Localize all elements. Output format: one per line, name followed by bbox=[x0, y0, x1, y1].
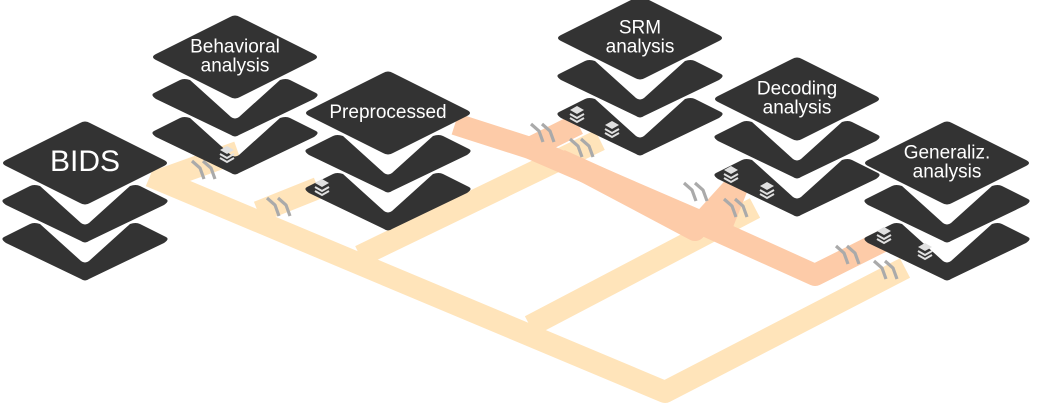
marker-generaliz-primary bbox=[872, 259, 899, 280]
stack-layer bbox=[2, 223, 168, 281]
stack-layer bbox=[152, 79, 318, 137]
band-bids-to-generaliz bbox=[145, 165, 911, 403]
node-label-preprocessed: Preprocessed bbox=[329, 102, 446, 123]
layers-icon bbox=[604, 121, 620, 139]
stack-layer bbox=[557, 98, 723, 156]
node-label-generaliz: Generaliz. bbox=[904, 143, 991, 164]
layers-icon bbox=[759, 182, 775, 200]
node-preprocessed[interactable]: Preprocessed bbox=[303, 71, 473, 232]
band-preprocessed-to-srm bbox=[451, 113, 583, 159]
marker-srm-primary bbox=[568, 137, 595, 158]
stack-top-diamond bbox=[306, 71, 470, 155]
stack-top-diamond bbox=[715, 57, 879, 141]
layers-icon bbox=[569, 106, 585, 124]
marker-generaliz-secondary bbox=[834, 244, 861, 265]
stack-top-diamond bbox=[558, 0, 722, 80]
stack-layer bbox=[864, 223, 1030, 281]
stack-layer bbox=[714, 121, 880, 179]
connection-bands bbox=[145, 113, 911, 403]
layers-icon bbox=[219, 146, 235, 164]
band-preprocessed-to-generaliz bbox=[555, 149, 890, 286]
marker-decoding-secondary bbox=[682, 181, 709, 202]
stack-layer bbox=[305, 135, 471, 193]
node-label-behavioral: Behavioral bbox=[190, 37, 280, 58]
layers-icon bbox=[917, 243, 933, 261]
stack-layer bbox=[2, 185, 168, 243]
stack-top-diamond bbox=[153, 15, 317, 99]
node-label-decoding: analysis bbox=[763, 98, 832, 119]
node-label-srm: SRM bbox=[619, 18, 661, 39]
node-label-generaliz: analysis bbox=[913, 162, 982, 183]
node-stacks: BIDSBehavioralanalysisPreprocessedSRMana… bbox=[0, 0, 1032, 282]
layers-icon bbox=[876, 227, 892, 245]
layers-icon bbox=[723, 166, 739, 184]
stack-layer bbox=[305, 173, 471, 231]
layers-icon bbox=[314, 179, 330, 197]
marker-srm-secondary bbox=[529, 122, 556, 143]
marker-preprocessed bbox=[265, 196, 292, 217]
stack-layer bbox=[152, 117, 318, 175]
stack-layer bbox=[714, 159, 880, 217]
node-bids[interactable]: BIDS bbox=[0, 121, 170, 282]
node-label-behavioral: analysis bbox=[201, 56, 270, 77]
stack-layer bbox=[864, 185, 1030, 243]
node-label-decoding: Decoding bbox=[757, 79, 837, 100]
node-label-srm: analysis bbox=[606, 37, 675, 58]
marker-behavioral bbox=[190, 159, 217, 180]
stack-top-diamond bbox=[3, 121, 167, 205]
node-generaliz[interactable]: Generaliz.analysis bbox=[862, 121, 1032, 282]
stack-top-diamond bbox=[865, 121, 1029, 205]
node-label-bids: BIDS bbox=[50, 145, 120, 178]
stack-layer bbox=[557, 60, 723, 118]
marker-decoding-primary bbox=[722, 197, 749, 218]
